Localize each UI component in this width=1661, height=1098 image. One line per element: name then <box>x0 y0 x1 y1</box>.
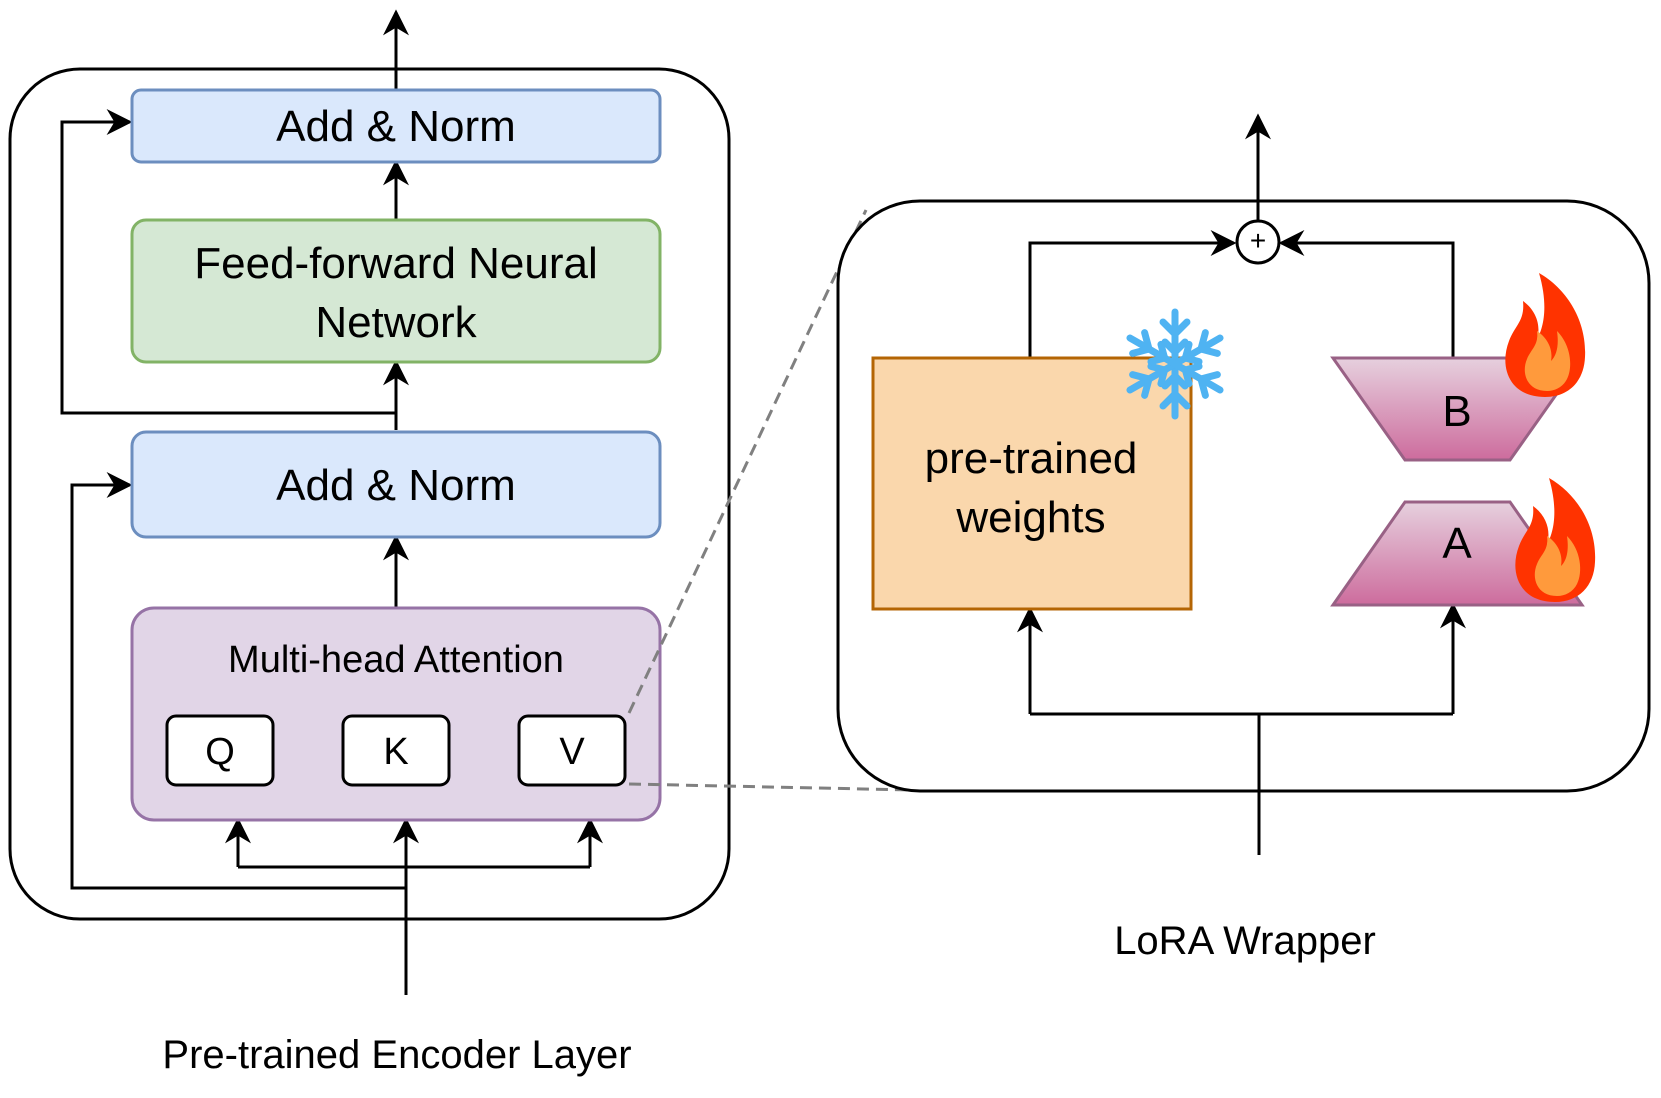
add-norm-bottom: Add & Norm <box>130 430 662 539</box>
lora-wrapper: + pre-trained weights <box>836 113 1651 963</box>
weights-to-sum-arrow <box>1028 230 1237 358</box>
flame-icon-b <box>1505 273 1586 397</box>
multi-head-attention: Multi-head Attention Q K V <box>130 606 662 822</box>
lora-a-label: A <box>1442 519 1472 568</box>
add-norm-top: Add & Norm <box>130 88 662 164</box>
weights-label-line1: pre-trained <box>925 434 1138 483</box>
flame-icon-a <box>1515 478 1596 602</box>
encoder-caption: Pre-trained Encoder Layer <box>162 1033 631 1077</box>
zoom-line-top <box>627 209 868 714</box>
v-box: V <box>517 714 627 787</box>
k-box: K <box>341 714 451 787</box>
pretrained-weights-block: pre-trained weights <box>871 356 1193 611</box>
feed-forward-block: Feed-forward Neural Network <box>130 218 662 364</box>
residual-bottom <box>70 472 406 890</box>
lora-caption: LoRA Wrapper <box>1114 919 1376 963</box>
ffn-label-line2: Network <box>315 298 477 347</box>
zoom-line-bottom <box>628 782 913 792</box>
lora-container <box>836 199 1651 793</box>
add-norm-top-label: Add & Norm <box>276 102 516 151</box>
snowflake-icon <box>1126 308 1224 420</box>
v-label: V <box>559 731 585 773</box>
q-label: Q <box>205 731 235 773</box>
sum-plus: + <box>1250 225 1266 256</box>
add-norm-bottom-label: Add & Norm <box>276 461 516 510</box>
k-label: K <box>383 731 408 773</box>
encoder-layer: Add & Norm Feed-forward Neural Network A… <box>8 9 731 1077</box>
ffn-label-line1: Feed-forward Neural <box>194 239 598 288</box>
mha-label: Multi-head Attention <box>228 639 564 681</box>
residual-top <box>60 109 396 415</box>
b-to-sum-arrow <box>1278 230 1455 358</box>
q-box: Q <box>165 714 275 787</box>
lora-b-label: B <box>1442 387 1471 436</box>
weights-label-line2: weights <box>955 493 1105 542</box>
sum-node: + <box>1235 219 1281 265</box>
lora-connectors <box>1017 113 1466 855</box>
zoom-lines <box>627 209 913 792</box>
encoder-connectors <box>60 9 603 995</box>
